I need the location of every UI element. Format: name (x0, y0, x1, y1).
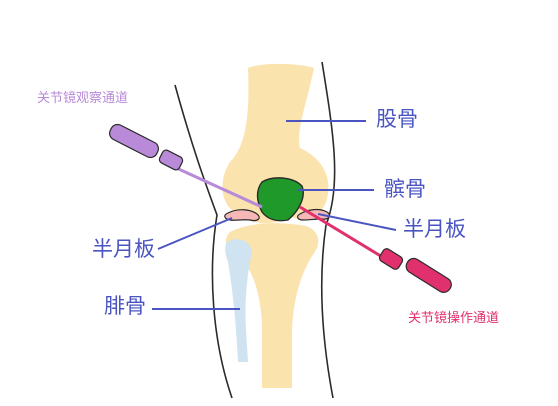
leader-meniscus-left (157, 217, 233, 250)
label-viewing-portal: 关节镜观察通道 (37, 91, 129, 106)
label-patella: 髌骨 (384, 177, 426, 201)
label-fibula: 腓骨 (104, 294, 146, 318)
surgical-probe-icon (299, 205, 452, 293)
label-meniscus-left: 半月板 (92, 237, 155, 261)
label-meniscus-right: 半月板 (403, 217, 466, 241)
label-femur: 股骨 (376, 107, 418, 131)
arthroscope-icon (109, 123, 263, 209)
leg-outline-left (174, 84, 233, 399)
meniscus-left-shape (224, 209, 260, 222)
leg-outline-right (320, 61, 336, 399)
femur-bone (222, 63, 329, 224)
label-operating-portal: 关节镜操作通道 (408, 311, 500, 326)
patella-bone (256, 177, 304, 222)
fibula-bone (225, 239, 252, 362)
leader-meniscus-right (317, 213, 397, 231)
